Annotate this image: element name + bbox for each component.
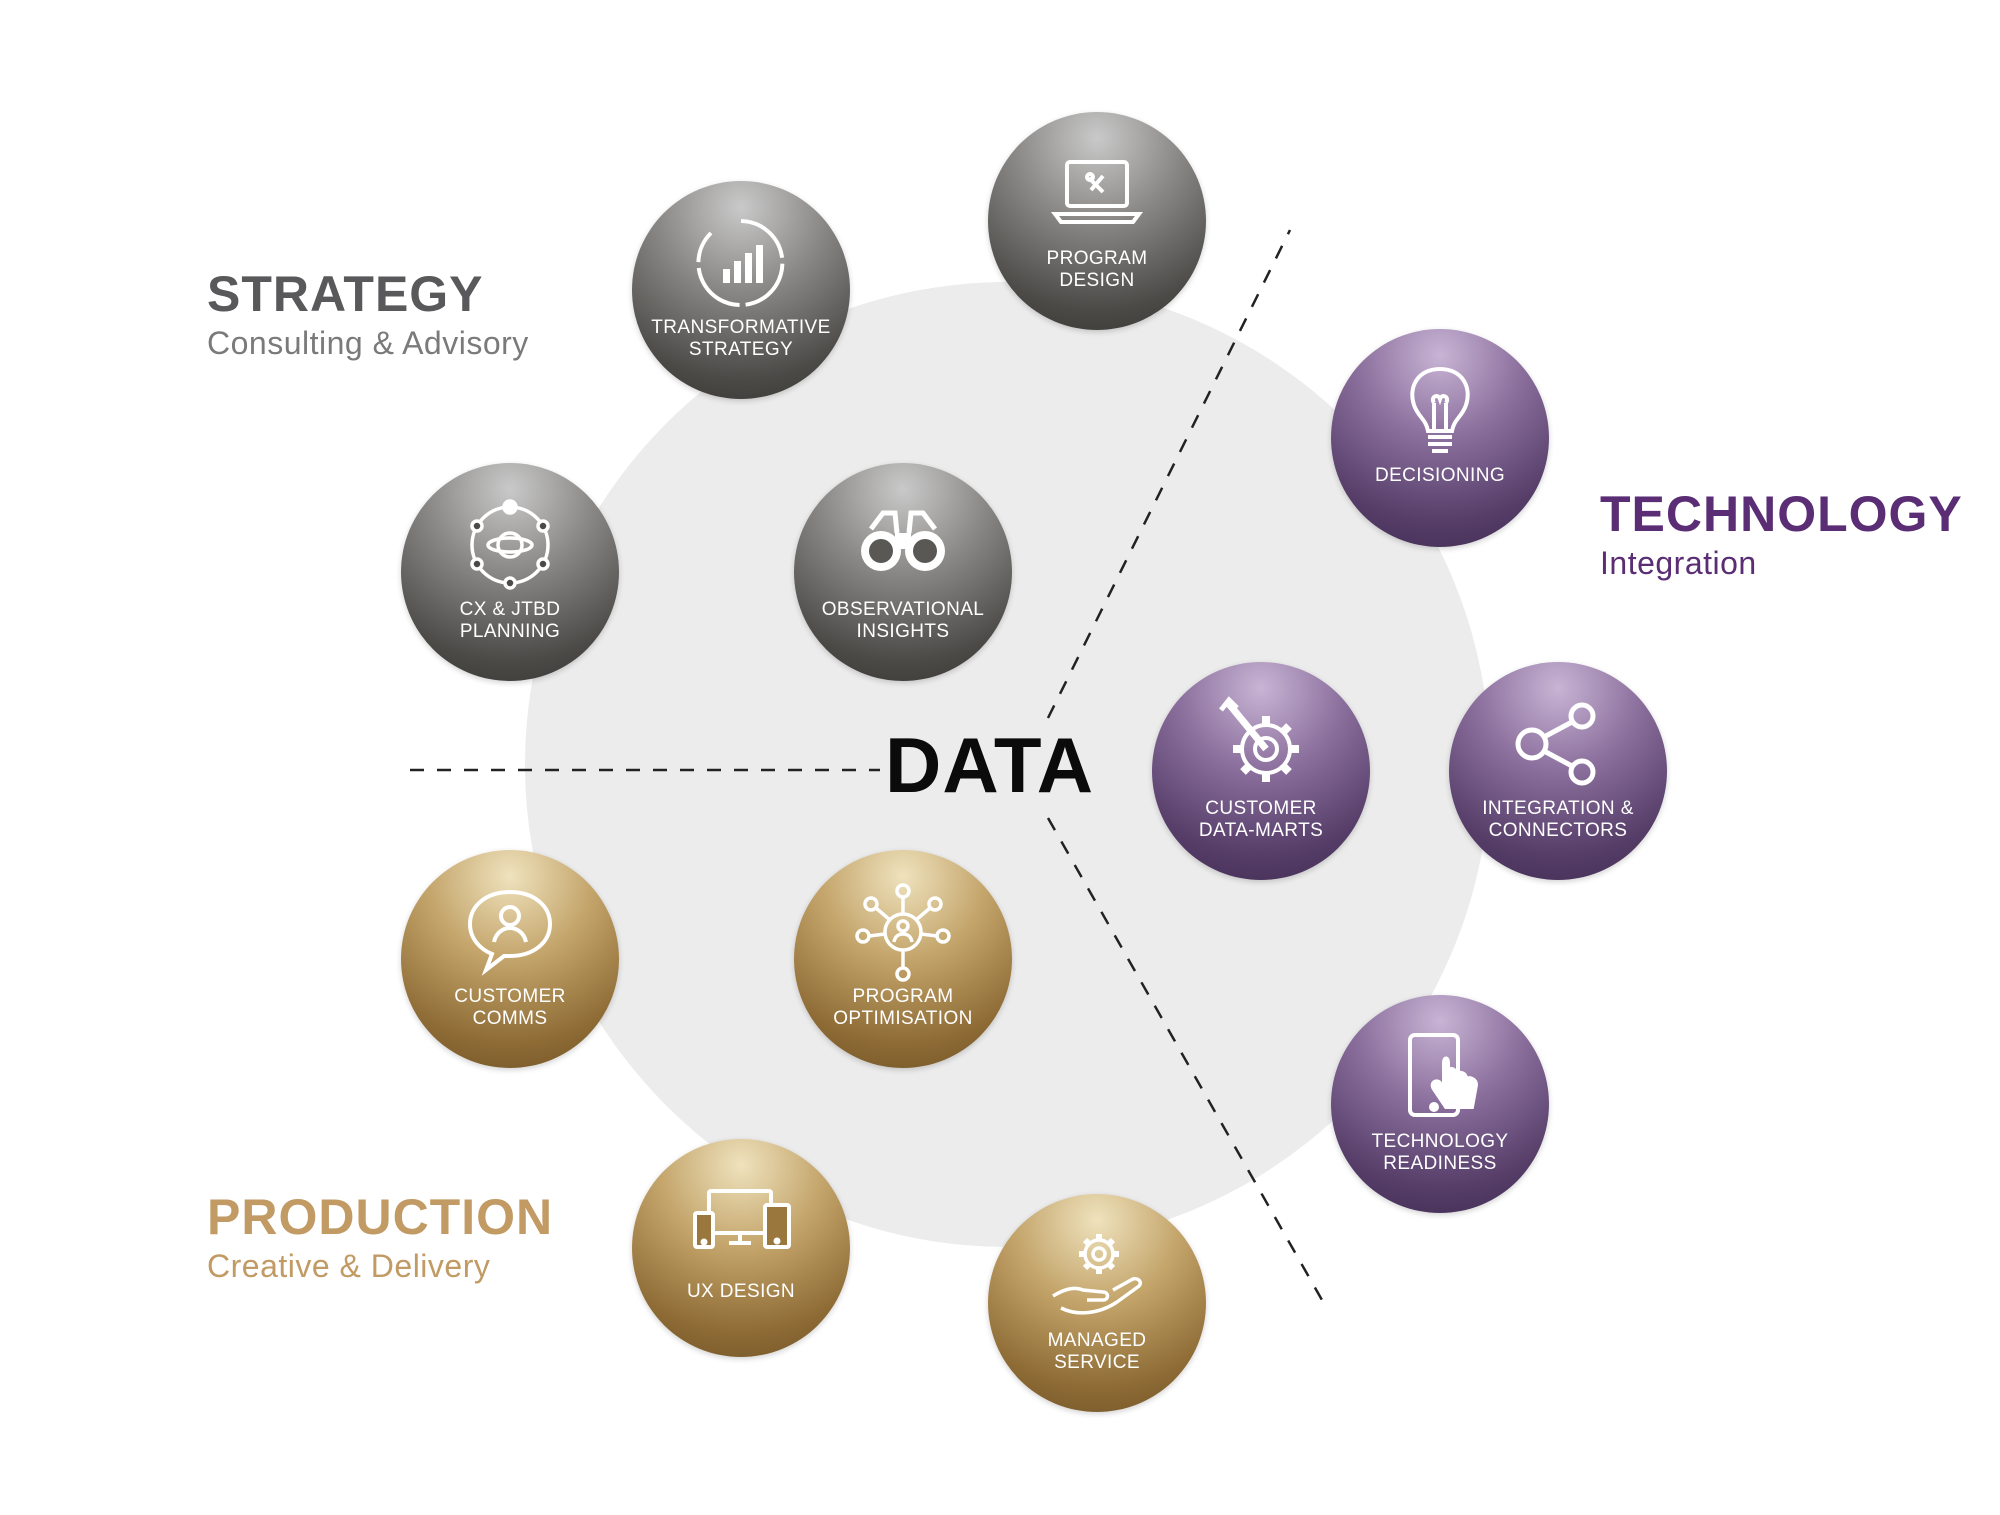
node-label: PROGRAM OPTIMISATION <box>833 986 973 1029</box>
node-ux-design[interactable]: UX DESIGN <box>632 1139 850 1357</box>
category-subtitle: Integration <box>1600 545 1757 581</box>
node-program-design[interactable]: PROGRAM DESIGN <box>988 112 1206 330</box>
node-integration-connectors[interactable]: INTEGRATION & CONNECTORS <box>1449 662 1667 880</box>
node-transformative-strategy[interactable]: TRANSFORMATIVE STRATEGY <box>632 181 850 399</box>
orbit-planet-icon <box>470 499 550 590</box>
bar-chart-icon <box>696 219 785 307</box>
node-label: DECISIONING <box>1374 465 1506 486</box>
category-title: PRODUCTION <box>207 1189 554 1245</box>
network-person-icon <box>855 883 951 982</box>
divider-lower-diagonal <box>1046 817 1324 1301</box>
category-subtitle: Consulting & Advisory <box>207 325 529 361</box>
node-label: CX & JTBD PLANNING <box>459 599 561 642</box>
node-label: UX DESIGN <box>686 1281 796 1302</box>
hand-gear-icon <box>1052 1234 1143 1315</box>
node-label: PROGRAM DESIGN <box>1046 248 1148 291</box>
node-label: MANAGED SERVICE <box>1047 1330 1147 1373</box>
node-label: TECHNOLOGY READINESS <box>1371 1131 1509 1174</box>
node-cx-jtbd-planning[interactable]: CX & JTBD PLANNING <box>401 463 619 681</box>
node-decisioning[interactable]: DECISIONING <box>1331 329 1549 547</box>
share-nodes-icon <box>1515 702 1596 786</box>
category-production: PRODUCTION Creative & Delivery <box>207 1188 553 1286</box>
speech-person-icon <box>467 889 553 976</box>
node-label: TRANSFORMATIVE STRATEGY <box>651 317 831 360</box>
node-program-optimisation[interactable]: PROGRAM OPTIMISATION <box>794 850 1012 1068</box>
category-title: TECHNOLOGY <box>1600 486 1963 542</box>
category-strategy: STRATEGY Consulting & Advisory <box>207 265 529 363</box>
tablet-touch-icon <box>1408 1033 1479 1117</box>
node-label: CUSTOMER COMMS <box>454 986 566 1029</box>
node-customer-data-marts[interactable]: CUSTOMER DATA-MARTS <box>1152 662 1370 880</box>
center-data-label: DATA <box>885 721 1095 809</box>
devices-icon <box>693 1189 791 1249</box>
binoculars-icon <box>861 510 945 571</box>
laptop-tools-icon <box>1051 160 1143 224</box>
category-technology: TECHNOLOGY Integration <box>1600 485 1963 583</box>
node-customer-comms[interactable]: CUSTOMER COMMS <box>401 850 619 1068</box>
node-managed-service[interactable]: MANAGED SERVICE <box>988 1194 1206 1412</box>
gear-wrench-icon <box>1219 696 1299 782</box>
node-technology-readiness[interactable]: TECHNOLOGY READINESS <box>1331 995 1549 1213</box>
divider-upper-diagonal <box>1046 229 1292 719</box>
lightbulb-icon <box>1410 366 1470 453</box>
category-title: STRATEGY <box>207 266 484 322</box>
category-subtitle: Creative & Delivery <box>207 1248 491 1284</box>
node-label: OBSERVATIONAL INSIGHTS <box>821 599 985 642</box>
node-label: INTEGRATION & CONNECTORS <box>1482 798 1634 841</box>
node-observational-insights[interactable]: OBSERVATIONAL INSIGHTS <box>794 463 1012 681</box>
node-label: CUSTOMER DATA-MARTS <box>1198 798 1324 841</box>
